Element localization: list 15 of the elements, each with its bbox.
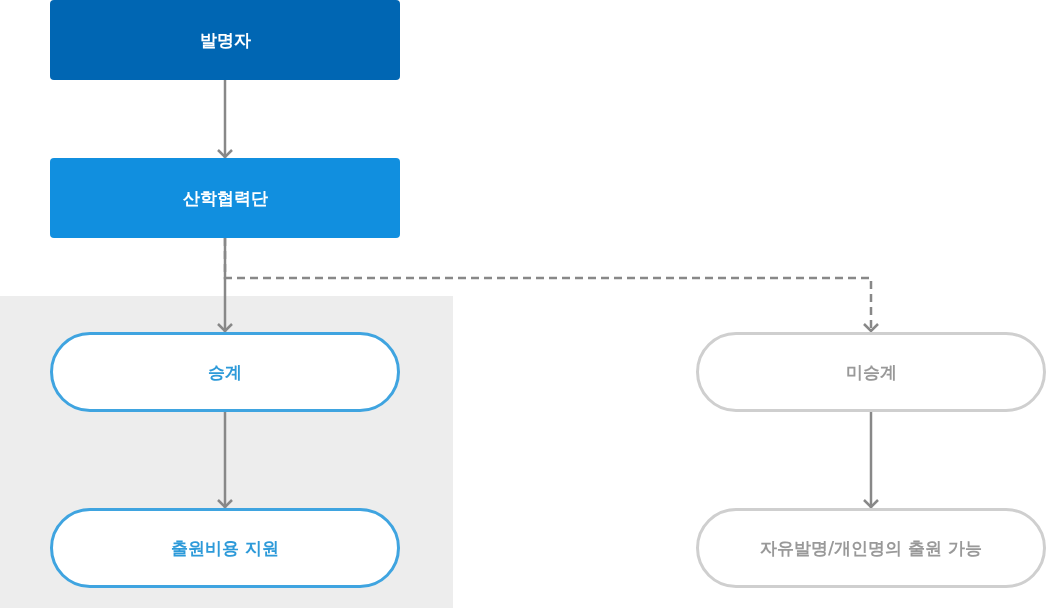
process-box (50, 158, 400, 238)
arrow (216, 412, 234, 509)
process-box (50, 0, 400, 80)
box-label: 발명자 (198, 28, 252, 52)
arrow (862, 412, 880, 509)
shaded-panel (0, 296, 453, 608)
rounded-box (696, 332, 1046, 412)
arrow (223, 238, 880, 333)
arrow (216, 80, 234, 159)
box-label: 승계 (207, 360, 243, 384)
box-label: 산학협력단 (181, 186, 269, 210)
box-label: 자유발명/개인명의 출원 가능 (758, 536, 983, 560)
rounded-box (696, 508, 1046, 588)
box-label: 출원비용 지원 (170, 536, 280, 560)
box-label: 미승계 (844, 360, 898, 384)
